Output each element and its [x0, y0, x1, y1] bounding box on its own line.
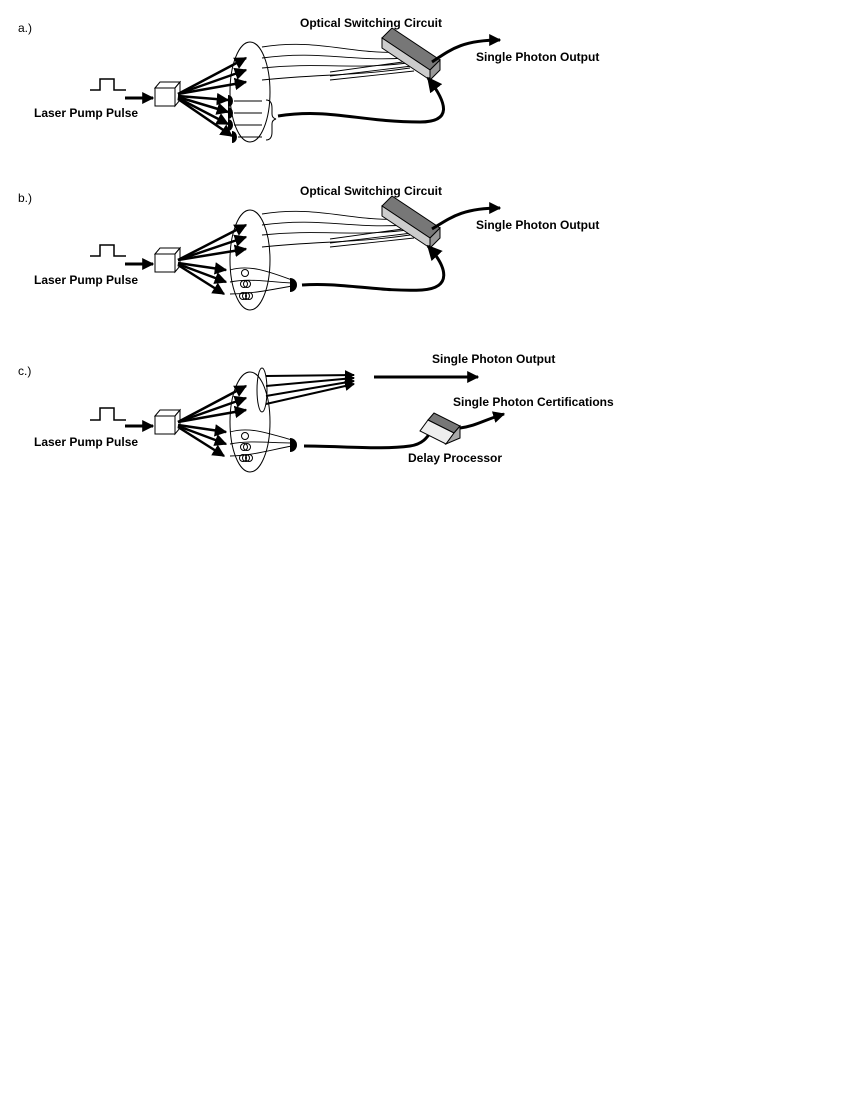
panel-a: a.) Laser Pump Pulse	[18, 16, 599, 143]
output-label: Single Photon Output	[476, 218, 599, 232]
panel-b: b.) Laser Pump Pulse	[18, 184, 599, 311]
emission-arrows	[177, 384, 248, 458]
panel-c-label: c.)	[18, 364, 31, 378]
crystal-box	[153, 80, 182, 108]
pump-label: Laser Pump Pulse	[34, 435, 138, 449]
switch-label: Optical Switching Circuit	[300, 16, 442, 30]
detector	[290, 278, 297, 292]
loop-fibers	[229, 429, 293, 457]
collection-ellipse	[229, 209, 271, 311]
fibers	[261, 43, 415, 81]
optical-switch-box	[381, 27, 441, 82]
pump-label: Laser Pump Pulse	[34, 106, 138, 120]
feedback-line	[277, 76, 445, 124]
output-arrow	[431, 202, 502, 231]
detector	[290, 438, 297, 452]
collection-ellipse	[229, 371, 271, 473]
feedback-line	[301, 244, 446, 292]
pump-label: Laser Pump Pulse	[34, 273, 138, 287]
output-arrow	[431, 34, 502, 64]
panel-a-label: a.)	[18, 21, 32, 35]
cert-label: Single Photon Certifications	[453, 395, 614, 409]
emission-arrows	[177, 223, 248, 296]
emission-arrows	[177, 56, 248, 138]
detector-leads	[234, 100, 262, 138]
cert-arrow	[459, 411, 506, 430]
delay-loops	[239, 269, 253, 300]
pump-pulse-icon	[90, 407, 126, 421]
panel-c: c.) Laser Pump Pulse Single Photon Outpu	[18, 352, 614, 473]
crystal-box	[153, 408, 182, 436]
focused-beams	[265, 370, 355, 405]
output-label: Single Photon Output	[476, 50, 599, 64]
processor-label: Delay Processor	[408, 451, 502, 465]
loop-fibers	[229, 267, 293, 295]
panel-b-label: b.)	[18, 191, 32, 205]
detectors	[228, 95, 237, 143]
collection-ellipse	[229, 41, 271, 143]
output-label: Single Photon Output	[432, 352, 555, 366]
delay-loops	[239, 432, 253, 462]
delay-line	[303, 429, 434, 450]
pump-pulse-icon	[90, 78, 126, 91]
crystal-box	[153, 246, 182, 274]
switch-label: Optical Switching Circuit	[300, 184, 442, 198]
lens	[256, 367, 268, 413]
pump-pulse-icon	[90, 244, 126, 257]
brace	[265, 99, 277, 141]
delay-processor-box	[419, 412, 461, 446]
